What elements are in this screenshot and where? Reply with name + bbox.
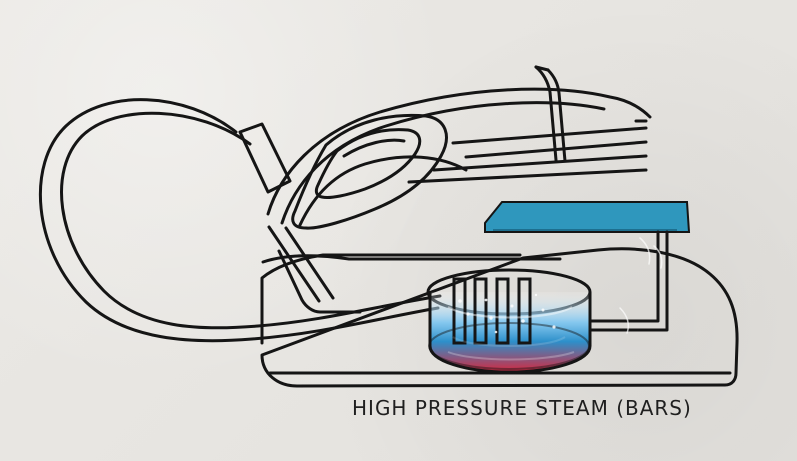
steam-handle-trigger xyxy=(534,65,567,163)
power-cord xyxy=(38,98,442,343)
steam-trails xyxy=(619,237,663,334)
steam-pipe xyxy=(589,230,669,332)
iron-soleplate xyxy=(407,119,648,184)
steam-particles xyxy=(458,293,556,334)
water-reservoir xyxy=(484,201,691,233)
pressure-tank xyxy=(426,268,592,374)
diagram-caption: HIGH PRESSURE STEAM (BARS) xyxy=(352,396,692,420)
